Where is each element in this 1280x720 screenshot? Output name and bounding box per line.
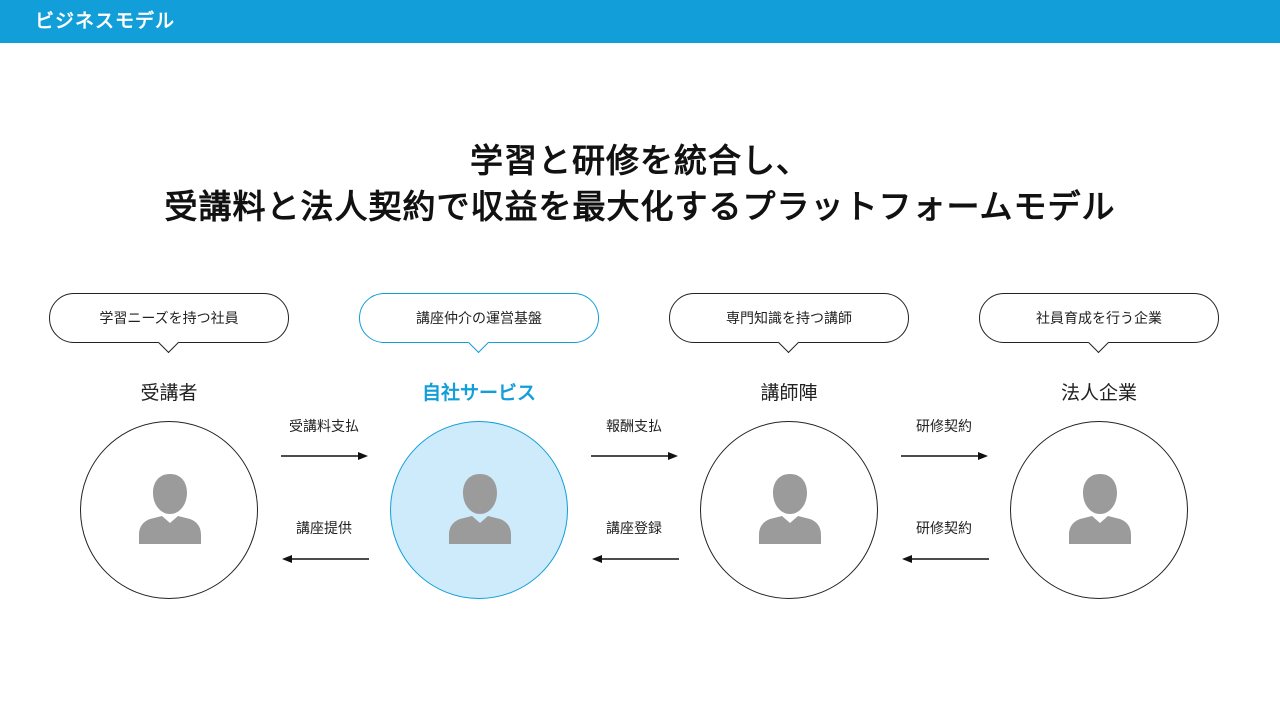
person-icon — [449, 474, 511, 544]
actor-circle-corporation — [1010, 421, 1188, 599]
actor-name-corporation: 法人企業 — [1060, 382, 1137, 404]
arrow-right-icon — [591, 452, 678, 460]
bubble-tail — [1087, 331, 1110, 354]
speech-bubble-own-service: 講座仲介の運営基盤 — [359, 293, 599, 354]
speech-bubble-corporation: 社員育成を行う企業 — [979, 293, 1219, 354]
flow-label-training-contract-in: 研修契約 — [916, 521, 972, 537]
header-bar: ビジネスモデル — [0, 0, 1280, 43]
speech-bubble-learner: 学習ニーズを持つ社員 — [49, 293, 289, 354]
speech-bubble-instructors: 専門知識を持つ講師 — [669, 293, 909, 354]
bubble-text: 社員育成を行う企業 — [1036, 311, 1162, 327]
bubble-tail — [777, 331, 800, 354]
arrow-right-icon — [281, 452, 368, 460]
actor-name-own-service: 自社サービス — [421, 382, 536, 404]
flow-label-course-registration: 講座登録 — [606, 521, 662, 537]
bubble-tail — [157, 331, 180, 354]
bubble-tail — [467, 331, 490, 354]
arrow-left-icon — [282, 555, 369, 563]
header-title: ビジネスモデル — [35, 10, 176, 32]
actor-circle-own-service — [390, 421, 568, 599]
arrow-left-icon — [592, 555, 679, 563]
person-icon — [759, 474, 821, 544]
bubble-text: 専門知識を持つ講師 — [726, 311, 852, 327]
actor-circle-learner — [80, 421, 258, 599]
flow-label-training-contract-out: 研修契約 — [916, 419, 972, 435]
headline-line-2: 受講料と法人契約で収益を最大化するプラットフォームモデル — [164, 187, 1116, 226]
flow-label-course-provision: 講座提供 — [296, 521, 352, 537]
person-icon — [1069, 474, 1131, 544]
actor-circle-instructors — [700, 421, 878, 599]
flow-label-fee-payment: 報酬支払 — [606, 419, 662, 435]
actor-name-learner: 受講者 — [140, 382, 198, 404]
arrow-left-icon — [902, 555, 989, 563]
headline-line-1: 学習と研修を統合し、 — [470, 141, 810, 180]
arrow-right-icon — [901, 452, 988, 460]
actor-name-instructors: 講師陣 — [760, 382, 818, 404]
person-icon — [139, 474, 201, 544]
bubble-text: 学習ニーズを持つ社員 — [99, 311, 239, 327]
flow-label-tuition-payment: 受講料支払 — [289, 419, 359, 435]
bubble-text: 講座仲介の運営基盤 — [416, 311, 542, 327]
